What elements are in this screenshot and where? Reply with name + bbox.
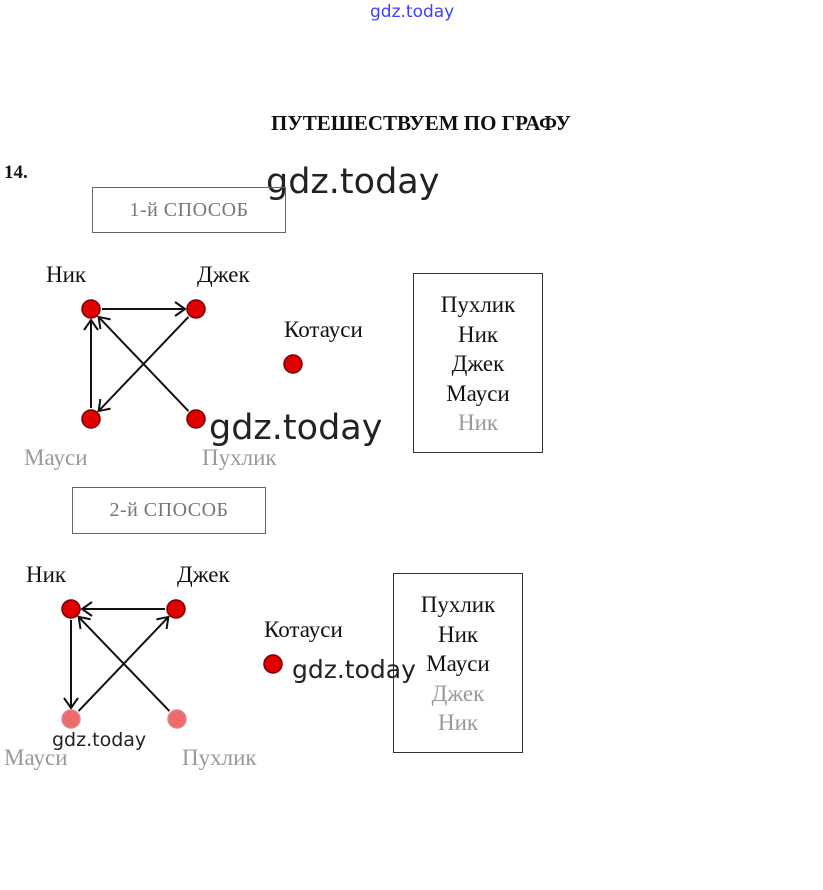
- node-label-jack: Джек: [177, 562, 230, 587]
- node-label-nik: Ник: [26, 562, 67, 587]
- order-item: Мауси: [446, 380, 510, 406]
- watermark: gdz.today: [209, 408, 383, 448]
- node-label-jack: Джек: [197, 262, 250, 287]
- arrowhead-icon: [77, 615, 91, 630]
- node-label-nik: Ник: [46, 262, 87, 287]
- task-number: 14.: [4, 162, 28, 183]
- arrowhead-icon: [97, 398, 111, 413]
- node-puhlik: [167, 709, 187, 729]
- method1-label: 1-й СПОСОБ: [92, 187, 286, 233]
- arrowhead-icon: [63, 697, 79, 710]
- order-item: Ник: [437, 621, 479, 647]
- node-nik: [81, 299, 101, 319]
- node-kotausi: [263, 654, 283, 674]
- order-item: Ник: [437, 710, 479, 735]
- node-label-mausi: Мауси: [24, 445, 88, 470]
- watermark-top: gdz.today: [370, 2, 455, 22]
- method1-order-box: Пухлик Ник Джек Мауси Ник: [413, 273, 543, 453]
- node-puhlik: [186, 409, 206, 429]
- node-jack: [166, 599, 186, 619]
- arrowhead-icon: [80, 601, 93, 617]
- method2-order-box: Пухлик Ник Мауси Джек Ник: [393, 573, 523, 753]
- arrowhead-icon: [83, 318, 99, 331]
- node-jack: [186, 299, 206, 319]
- order-item: Мауси: [426, 651, 490, 676]
- watermark: gdz.today: [266, 162, 440, 202]
- watermark: gdz.today: [52, 729, 147, 751]
- node-label-kotausi: Котауси: [284, 317, 363, 342]
- order-item: Ник: [457, 410, 499, 435]
- node-label-mausi: Мауси: [4, 745, 68, 770]
- order-item: Джек: [431, 680, 485, 706]
- edge-puhlik-to-nik: [77, 616, 171, 712]
- page-title: ПУТЕШЕСТВУЕМ ПО ГРАФУ: [271, 111, 571, 135]
- node-nik: [61, 599, 81, 619]
- method2-label: 2-й СПОСОБ: [72, 487, 266, 534]
- arrowhead-icon: [156, 615, 170, 630]
- node-label-kotausi: Котауси: [264, 617, 343, 642]
- edge-puhlik-to-nik: [97, 316, 190, 412]
- node-label-puhlik: Пухлик: [202, 445, 277, 470]
- arrowhead-icon: [97, 315, 111, 330]
- watermark: gdz.today: [292, 655, 416, 684]
- arrowhead-icon: [174, 301, 187, 317]
- node-mausi: [81, 409, 101, 429]
- node-mausi: [61, 709, 81, 729]
- order-item: Пухлик: [420, 592, 496, 617]
- order-item: Ник: [457, 321, 499, 347]
- node-kotausi: [283, 354, 303, 374]
- order-item: Пухлик: [440, 292, 516, 317]
- node-label-puhlik: Пухлик: [182, 745, 257, 770]
- order-item: Джек: [451, 351, 505, 376]
